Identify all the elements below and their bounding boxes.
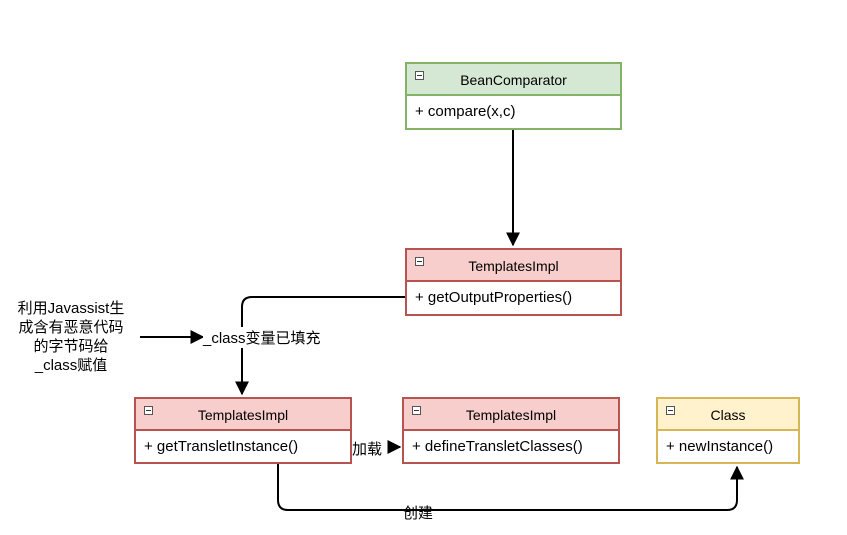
collapse-icon[interactable]	[412, 406, 421, 415]
templates-define-header: TemplatesImpl	[404, 399, 618, 431]
collapse-icon[interactable]	[144, 406, 153, 415]
bean-comparator-header: BeanComparator	[407, 64, 620, 96]
class-node[interactable]: Class + newInstance()	[656, 397, 800, 464]
templates-translet-method: + getTransletInstance()	[144, 438, 299, 455]
templates-define-title: TemplatesImpl	[465, 407, 557, 423]
edge-output-to-translet	[235, 296, 405, 396]
collapse-icon[interactable]	[666, 406, 675, 415]
collapse-icon[interactable]	[415, 257, 424, 266]
javassist-note: 利用Javassist生 成含有恶意代码 的字节码给 _class赋值	[0, 299, 142, 375]
templates-translet-header: TemplatesImpl	[136, 399, 350, 431]
note-line: 成含有恶意代码	[18, 319, 124, 336]
class-filled-label: _class变量已填充	[203, 327, 321, 348]
templates-output-node[interactable]: TemplatesImpl + getOutputProperties()	[405, 248, 622, 316]
bean-comparator-title: BeanComparator	[460, 72, 567, 88]
edge-translet-to-class	[277, 464, 744, 511]
note-line: 的字节码给	[33, 338, 109, 355]
class-title: Class	[710, 407, 746, 423]
templates-output-title: TemplatesImpl	[468, 258, 559, 274]
templates-define-node[interactable]: TemplatesImpl + defineTransletClasses()	[402, 397, 620, 464]
class-header: Class	[658, 399, 798, 431]
templates-output-method: + getOutputProperties()	[415, 289, 573, 306]
class-method: + newInstance()	[666, 438, 774, 455]
templates-define-method: + defineTransletClasses()	[412, 438, 583, 455]
load-label: 加载	[352, 441, 383, 458]
create-label: 创建	[403, 505, 434, 522]
templates-output-header: TemplatesImpl	[407, 250, 620, 282]
bean-comparator-node[interactable]: BeanComparator + compare(x,c)	[405, 62, 622, 130]
templates-translet-title: TemplatesImpl	[197, 407, 289, 423]
bean-comparator-method: + compare(x,c)	[415, 103, 516, 120]
note-line: _class赋值	[34, 357, 108, 374]
collapse-icon[interactable]	[415, 71, 424, 80]
note-line: 利用Javassist生	[17, 300, 125, 317]
templates-translet-node[interactable]: TemplatesImpl + getTransletInstance()	[134, 397, 352, 464]
